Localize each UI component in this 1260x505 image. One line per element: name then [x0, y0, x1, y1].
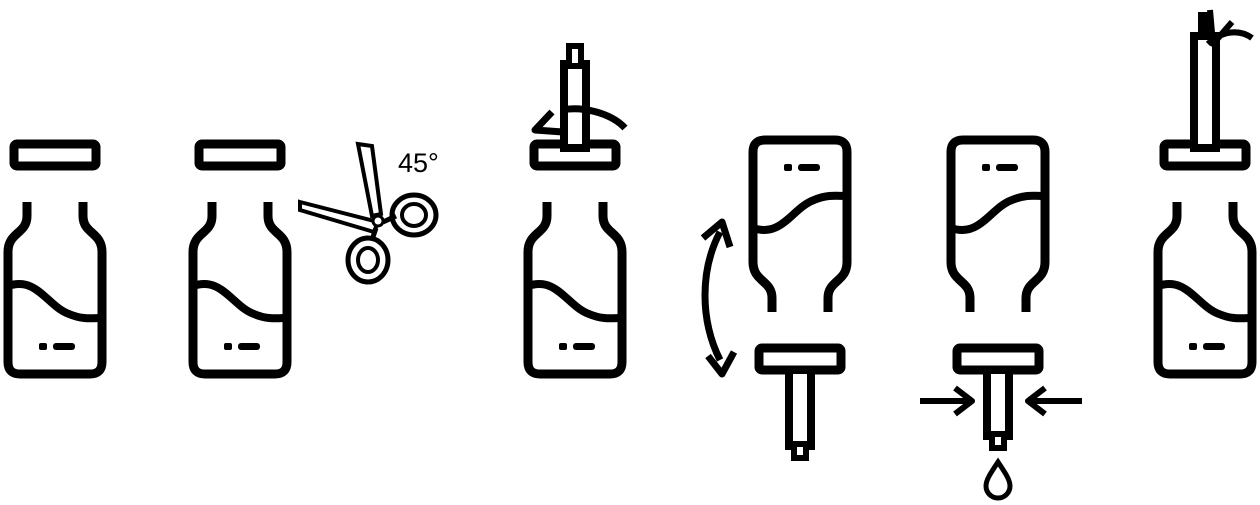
vial-to-cut-icon — [193, 144, 287, 374]
vial-inverted-icon — [753, 140, 847, 370]
vial-closed-icon — [8, 144, 102, 374]
dropper-tip-icon — [785, 366, 815, 461]
dropper-tip-squeeze-icon — [983, 366, 1013, 451]
twist-arrow-icon — [531, 105, 628, 136]
squeeze-arrow-icon — [920, 385, 1082, 417]
recap-arrow-icon — [1205, 9, 1254, 47]
rock-arrow-icon — [700, 218, 738, 378]
drop-icon — [983, 457, 1013, 501]
vial-squeeze-icon — [951, 140, 1045, 370]
vial-recap-icon — [1158, 12, 1252, 374]
angle-label: 45° — [398, 148, 439, 178]
scissors-icon — [298, 141, 439, 285]
vial-dropper-attach-icon — [528, 43, 622, 374]
